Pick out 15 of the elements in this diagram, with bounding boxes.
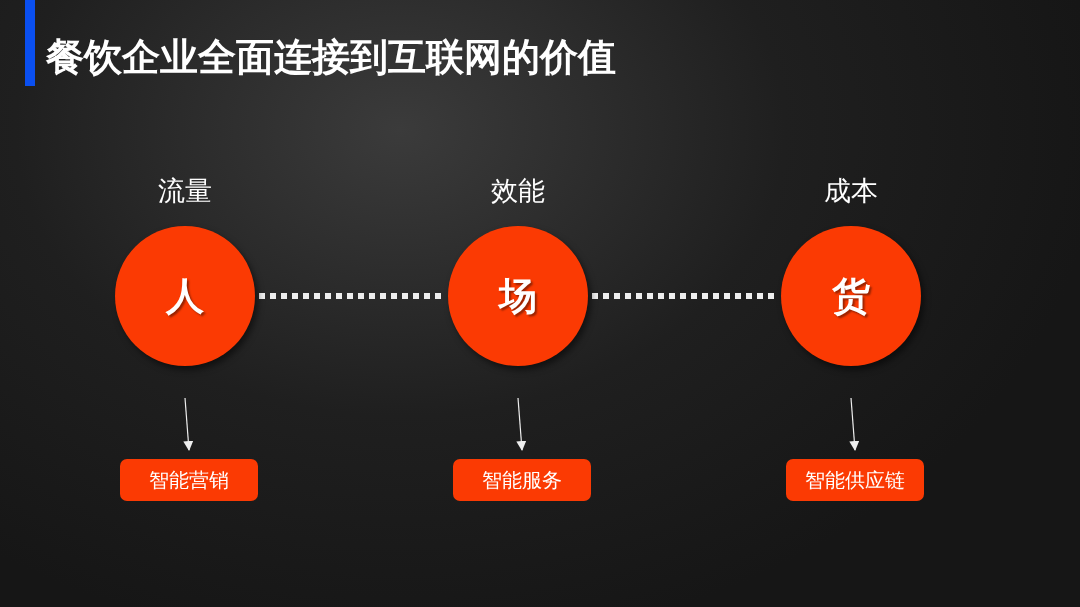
arrow [516, 397, 527, 451]
heading: 成本 [823, 174, 879, 208]
result-box: 智能供应链 [786, 459, 924, 501]
title: 餐饮企业全面连接到互联网的价值 [46, 34, 616, 81]
value-circle: 场 [448, 226, 588, 366]
dotted-connector [259, 293, 444, 299]
value-circle: 人 [115, 226, 255, 366]
arrow [849, 397, 860, 451]
heading: 效能 [490, 174, 546, 208]
dotted-connector [592, 293, 777, 299]
value-circle: 货 [781, 226, 921, 366]
arrow [183, 397, 194, 451]
result-box: 智能服务 [453, 459, 591, 501]
result-box: 智能营销 [120, 459, 258, 501]
heading: 流量 [157, 174, 213, 208]
